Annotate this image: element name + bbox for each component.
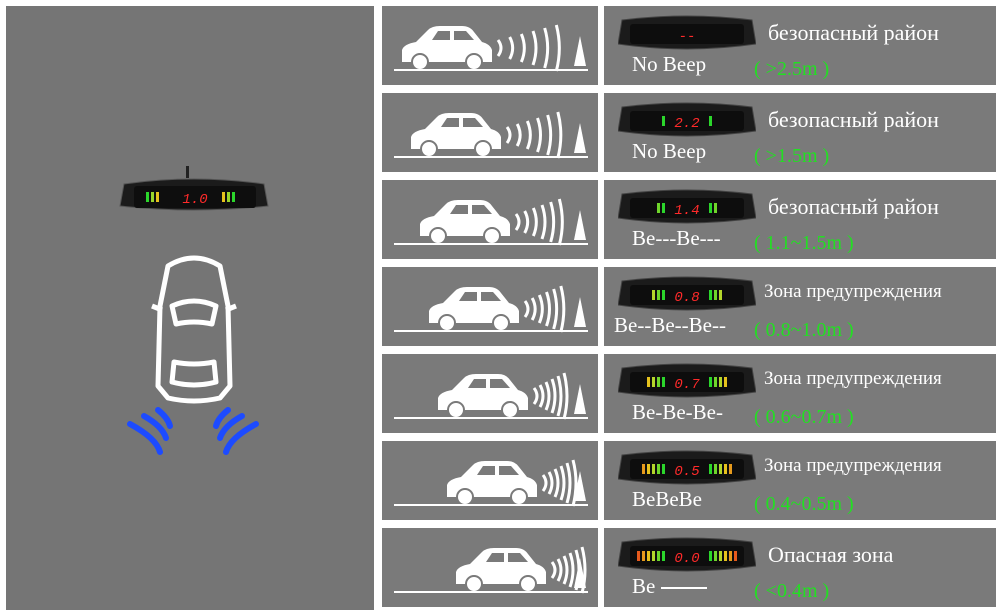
row-scene-3 [382, 180, 598, 259]
zone-label: безопасный район [768, 20, 939, 45]
distance-range-label: ( >1.5m ) [754, 145, 830, 167]
row-scene-6 [382, 441, 598, 520]
car-side-view-icon [394, 111, 588, 159]
zone-label: Опасная зона [768, 542, 894, 567]
zone-label: безопасный район [768, 194, 939, 219]
display-unit-icon: 2.2 [618, 102, 756, 137]
display-reading: 0.7 [674, 377, 700, 393]
beep-pattern-label: Be [632, 574, 708, 599]
distance-range-label: ( 0.6~0.7m ) [754, 406, 854, 428]
display-reading: 0.0 [674, 551, 699, 567]
distance-range-label: ( 0.8~1.0m ) [754, 319, 854, 341]
zone-label: Зона предупреждения [764, 368, 942, 389]
main-display-unit: 1.0 [119, 166, 269, 211]
zone-label: безопасный район [768, 107, 939, 132]
display-unit-icon: 1.4 [618, 189, 756, 224]
main-display-reading: 1.0 [182, 192, 207, 208]
display-reading: 1.4 [674, 203, 699, 219]
car-side-view-icon [394, 459, 588, 507]
car-side-view-icon [394, 285, 588, 333]
row-scene-5 [382, 354, 598, 433]
display-unit-icon: 0.8 [618, 276, 756, 311]
zone-label: Зона предупреждения [764, 281, 942, 302]
display-reading: -- [679, 29, 696, 45]
display-reading: 0.8 [674, 290, 699, 306]
overview-illustration: 1.0 [119, 166, 269, 455]
zone-label: Зона предупреждения [764, 455, 942, 476]
row-info-1: -- безопасный район No Beep ( >2.5m ) [604, 6, 996, 85]
display-reading: 2.2 [674, 116, 699, 132]
row-scene-2 [382, 93, 598, 172]
display-unit-icon: 0.0 [618, 537, 756, 572]
distance-range-label: ( 0.4~0.5m ) [754, 493, 854, 515]
display-unit-icon: -- [618, 15, 756, 50]
car-side-view-icon [394, 546, 588, 594]
distance-range-label: ( >2.5m ) [754, 58, 830, 80]
sensor-waves-icon [127, 407, 259, 455]
display-reading: 0.5 [674, 464, 700, 480]
beep-pattern-label: Be--Be--Be-- [614, 313, 726, 337]
continuous-beep-line [661, 587, 708, 590]
beep-pattern-label: Be-Be-Be- [632, 400, 723, 424]
distance-range-label: ( 1.1~1.5m ) [754, 232, 854, 254]
car-side-view-icon [394, 198, 588, 246]
row-scene-4 [382, 267, 598, 346]
main-left-bars-icon [146, 192, 159, 202]
car-side-view-icon [394, 24, 588, 72]
beep-pattern-label: Be---Be--- [632, 226, 721, 250]
display-unit-icon: 0.7 [618, 363, 756, 398]
row-scene-1 [382, 6, 598, 85]
distance-range-label: ( <0.4m ) [754, 580, 830, 602]
beep-pattern-label: No Beep [632, 52, 707, 76]
beep-pattern-label: BeBeBe [632, 487, 702, 511]
display-unit-icon: 0.5 [618, 450, 756, 485]
main-right-bars-icon [222, 192, 235, 202]
overview-panel: 1.0 [6, 6, 374, 610]
car-side-view-icon [394, 372, 588, 420]
row-info-2: 2.2 безопасный район No Beep ( >1.5m ) [604, 93, 996, 172]
beep-pattern-label: No Beep [632, 139, 707, 163]
car-top-view-icon [151, 255, 237, 404]
row-scene-7 [382, 528, 598, 607]
